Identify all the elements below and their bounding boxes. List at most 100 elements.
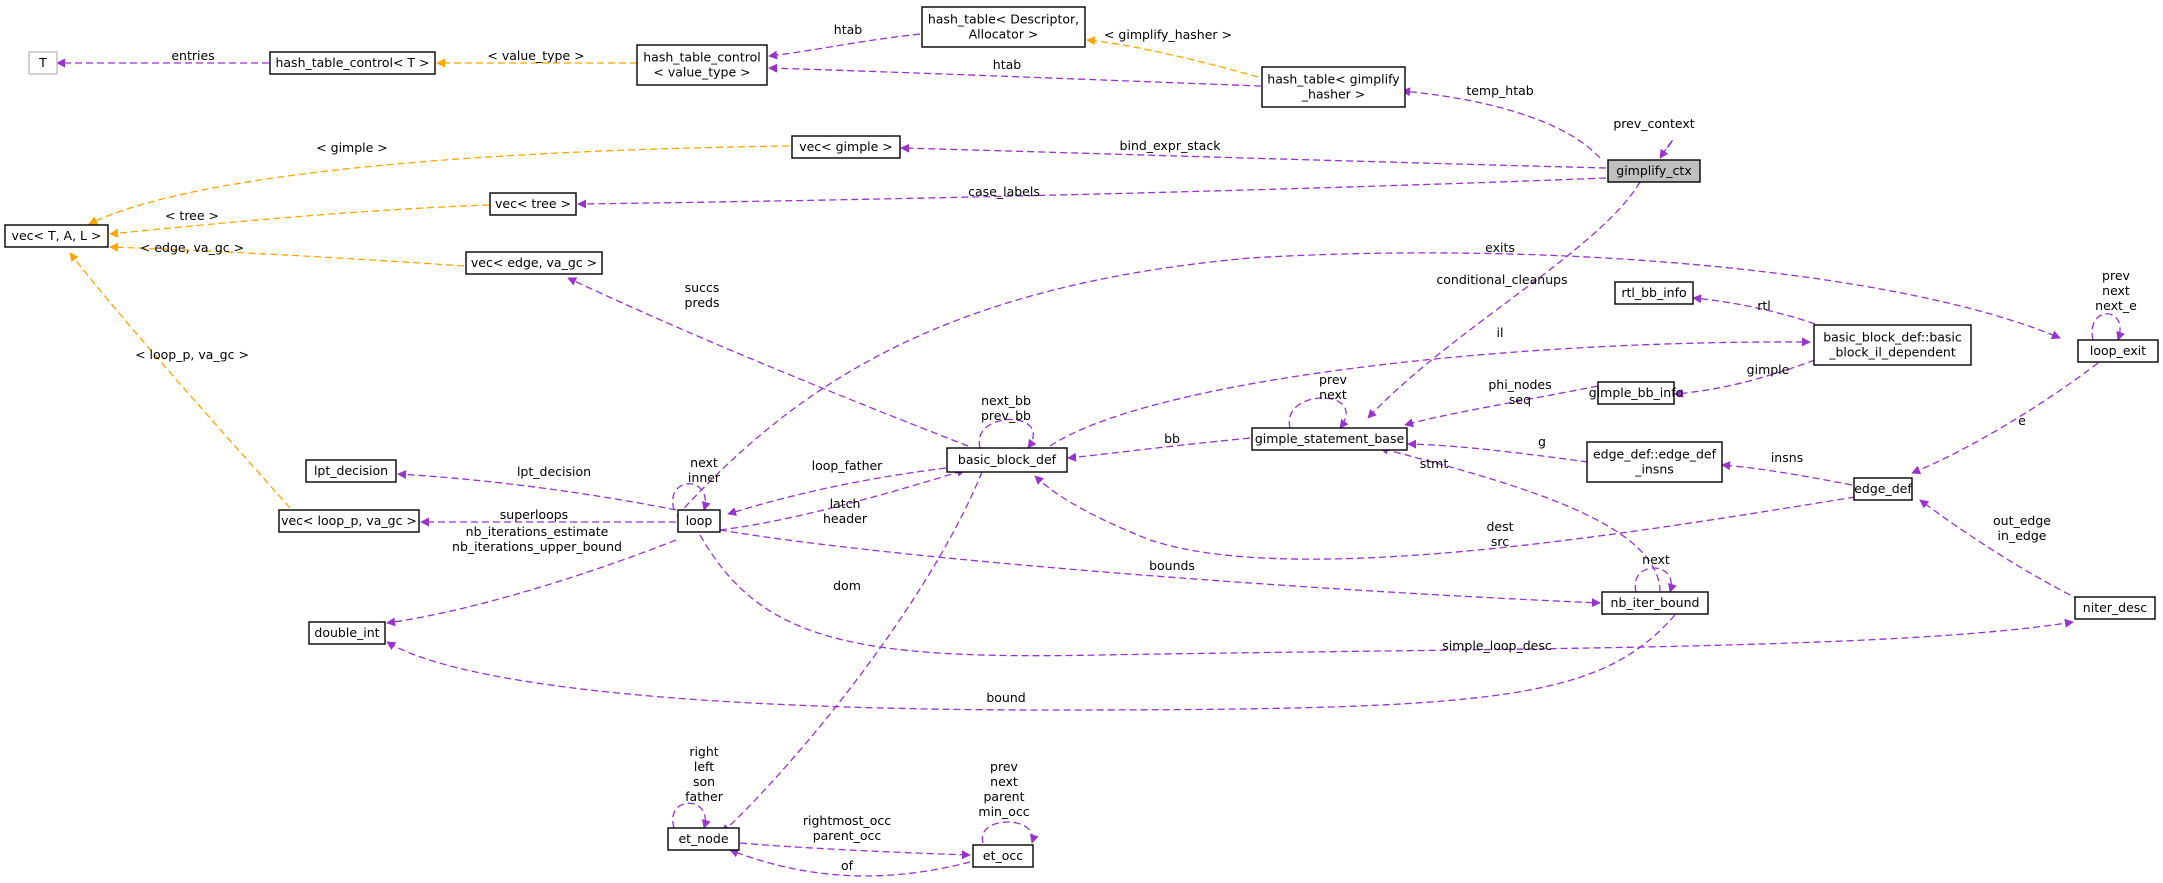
edge-label-dest-src: src	[1491, 534, 1509, 549]
edge-label-value-type: < value_type >	[487, 48, 584, 63]
edge-label-dom: dom	[833, 578, 861, 593]
node-basic-block-def[interactable]: basic_block_def	[946, 447, 1068, 473]
node-box	[1597, 381, 1675, 405]
edge-loop-father	[727, 467, 947, 516]
node-vec-tree[interactable]: vec< tree >	[489, 192, 577, 216]
edge-conditional-cleanups	[1367, 181, 1641, 419]
node-vec-gimple[interactable]: vec< gimple >	[791, 135, 901, 159]
node-label: nb_iter_bound	[1611, 595, 1700, 610]
edge-label-loop-father: loop_father	[812, 458, 884, 473]
node-label: rtl_bb_info	[1621, 285, 1686, 300]
node-hash-table-control-T[interactable]: hash_table_control< T >	[269, 51, 436, 75]
node-hash-table-descriptor[interactable]: hash_table< Descriptor,Allocator >	[921, 6, 1086, 48]
edge-label-succs-preds: succs	[685, 280, 720, 295]
edge-htab-top	[768, 33, 921, 60]
node-box	[1813, 324, 1972, 366]
node-rtl-bb-info[interactable]: rtl_bb_info	[1614, 281, 1694, 305]
edge-next-prev-bb	[978, 418, 1037, 449]
edge-label-tree: < tree >	[165, 208, 219, 223]
node-niter-desc[interactable]: niter_desc	[2074, 596, 2156, 620]
node-box	[2077, 339, 2159, 363]
node-label: vec< loop_p, va_gc >	[281, 513, 417, 528]
node-hash-table-control-value[interactable]: hash_table_control< value_type >	[636, 44, 768, 86]
node-label: edge_def::edge_def	[1593, 447, 1717, 462]
node-edge-def[interactable]: edge_def	[1853, 477, 1913, 501]
node-vec-edge[interactable]: vec< edge, va_gc >	[465, 251, 603, 275]
node-label: basic_block_def	[958, 452, 1057, 467]
edge-rightmost-parent	[739, 842, 971, 860]
edge-label-phi-nodes-seq: phi_nodes	[1488, 377, 1551, 392]
edge-label-occ-self: parent	[984, 789, 1025, 804]
edge-htab-bottom	[768, 63, 1262, 87]
edge-label-stmt: stmt	[1420, 456, 1449, 471]
node-edge-def-insns[interactable]: edge_def::edge_def_insns	[1586, 441, 1723, 483]
node-box	[1853, 477, 1913, 501]
node-label: loop	[686, 513, 713, 528]
edge-label-phi-nodes-seq: seq	[1509, 392, 1531, 407]
edge-label-of: of	[841, 858, 854, 873]
edge-label-entries: entries	[171, 48, 214, 63]
edge-label-occ-self: min_occ	[978, 804, 1029, 819]
node-box	[1251, 427, 1408, 451]
edge-label-loop-exit-self: prev	[2102, 268, 2130, 283]
node-label: _hasher >	[1301, 87, 1366, 102]
edge-label-conditional-cleanups: conditional_cleanups	[1436, 272, 1567, 287]
edge-dom	[721, 471, 983, 834]
edge-label-et-self: right	[689, 744, 718, 759]
edge-et-self	[672, 802, 711, 829]
node-box	[1601, 591, 1709, 615]
edge-label-et-self: left	[694, 759, 714, 774]
edge-label-succs-preds: preds	[685, 295, 720, 310]
node-label: gimple_statement_base	[1255, 431, 1405, 446]
edge-label-htab-top: htab	[834, 22, 862, 37]
node-et-occ[interactable]: et_occ	[972, 844, 1034, 868]
edge-g	[1407, 439, 1589, 463]
node-nb-iter-bound[interactable]: nb_iter_bound	[1601, 591, 1709, 615]
node-label: _block_il_dependent	[1828, 345, 1956, 360]
edge-label-exits: exits	[1485, 240, 1515, 255]
edge-label-loop-exit-self: next_e	[2095, 298, 2137, 313]
node-label: double_int	[314, 625, 379, 640]
node-loop-exit[interactable]: loop_exit	[2077, 339, 2159, 363]
edge-label-nb-iterations: nb_iterations_estimate	[466, 524, 609, 539]
node-vec-TAL[interactable]: vec< T, A, L >	[4, 224, 109, 248]
node-vec-loop[interactable]: vec< loop_p, va_gc >	[278, 509, 420, 533]
edge-label-temp-htab: temp_htab	[1466, 83, 1533, 98]
node-gimplify-ctx[interactable]: gimplify_ctx	[1607, 159, 1701, 183]
node-box	[667, 827, 740, 851]
node-double-int[interactable]: double_int	[308, 621, 386, 645]
edge-succs-preds	[567, 277, 969, 447]
node-box	[489, 192, 577, 216]
edge-tree-template	[109, 204, 490, 238]
edge-label-loop-exit-self: next	[2102, 283, 2130, 298]
node-label: vec< gimple >	[799, 139, 893, 154]
node-bb-il-dependent[interactable]: basic_block_def::basic_block_il_dependen…	[1813, 324, 1972, 366]
node-gimple-bb-info[interactable]: gimple_bb_info	[1589, 381, 1684, 405]
edge-gimplify-hasher	[1086, 36, 1259, 78]
node-loop[interactable]: loop	[677, 509, 721, 533]
node-label: et_node	[678, 831, 728, 846]
edge-label-out-in-edge: out_edge	[1993, 513, 2051, 528]
node-box	[2074, 596, 2156, 620]
edge-label-et-self: son	[693, 774, 715, 789]
node-gimple-statement-base[interactable]: gimple_statement_base	[1251, 427, 1408, 451]
edge-rtl	[1692, 294, 1816, 325]
edge-label-case-labels: case_labels	[968, 184, 1040, 199]
edge-label-superloops: superloops	[500, 507, 568, 522]
node-et-node[interactable]: et_node	[667, 827, 740, 851]
edge-label-latch-header: latch	[830, 496, 861, 511]
edge-insns	[1721, 461, 1853, 486]
node-lpt-decision[interactable]: lpt_decision	[305, 459, 397, 483]
edge-label-edge-va-gc: < edge, va_gc >	[140, 240, 244, 255]
node-box	[28, 51, 58, 75]
edge-label-out-in-edge: in_edge	[1998, 528, 2047, 543]
edge-label-gsb-self: prev	[1319, 372, 1347, 387]
node-box	[1261, 66, 1406, 108]
node-hash-table-gimplify[interactable]: hash_table< gimplify_hasher >	[1261, 66, 1406, 108]
edge-exits	[676, 252, 2061, 517]
node-T[interactable]: T	[28, 51, 58, 75]
edge-occ-self	[981, 821, 1039, 844]
edge-label-next-prev-bb: next_bb	[981, 393, 1031, 408]
